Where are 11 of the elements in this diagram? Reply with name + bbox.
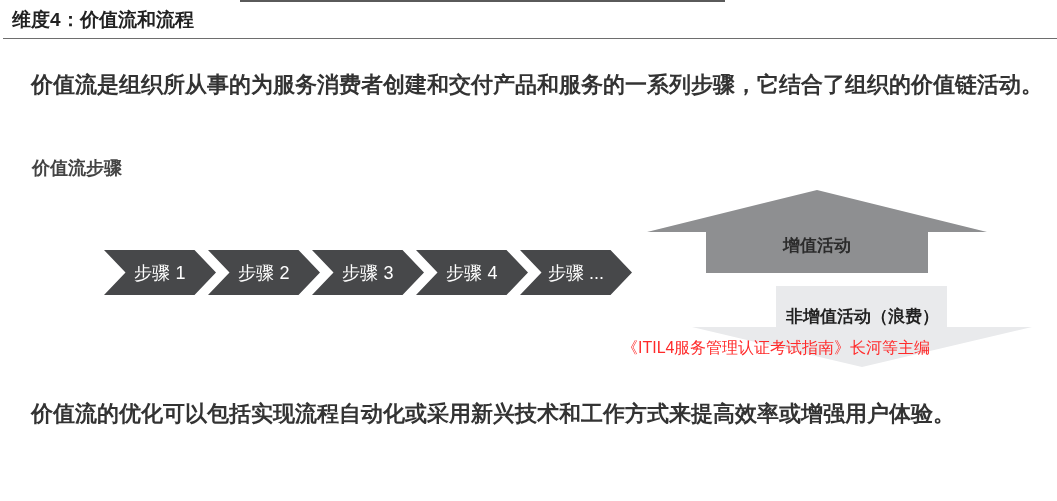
page-heading: 维度4：价值流和流程 (12, 8, 194, 32)
section-heading: 价值流步骤 (32, 156, 122, 180)
chevron-step: 步骤 4 (416, 250, 528, 295)
chevron-step: 步骤 3 (312, 250, 424, 295)
source-note: 《ITIL4服务管理认证考试指南》长河等主编 (622, 338, 931, 358)
paragraph: 价值流是组织所从事的为服务消费者创建和交付产品和服务的一系列步骤，它结合了组织的价值链活动。 (31, 71, 1043, 99)
up-arrow: 增值活动 (647, 190, 987, 273)
paragraph: 价值流的优化可以包括实现流程自动化或采用新兴技术和工作方式来提高效率或增强用户体验。 (31, 400, 955, 428)
chevron-step: 步骤 1 (104, 250, 216, 295)
chevron-step: 步骤 2 (208, 250, 320, 295)
chevron-step: 步骤 ... (520, 250, 632, 295)
